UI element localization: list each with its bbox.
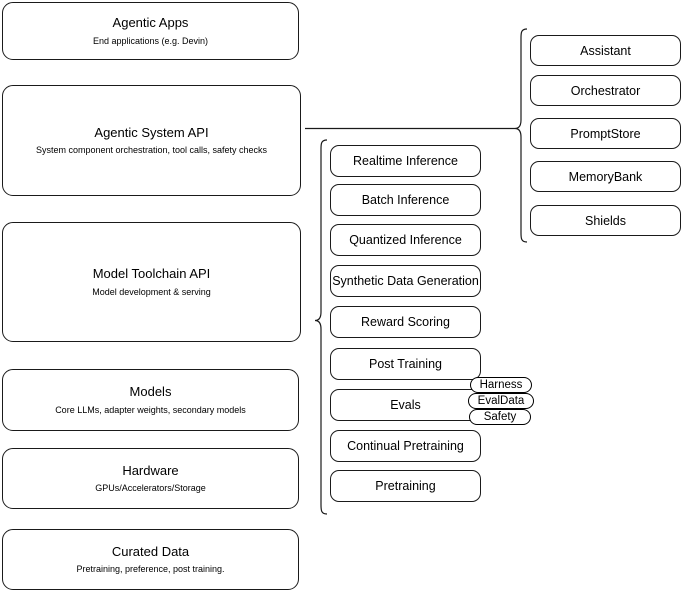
stack-layer-curated-data[interactable]: Curated Data Pretraining, preference, po… <box>2 529 299 590</box>
toolchain-item-evals[interactable]: Evals <box>330 389 481 421</box>
bracket-toolchain-items <box>314 139 328 515</box>
layer-title: Hardware <box>122 462 179 478</box>
eval-tag-evaldata[interactable]: EvalData <box>468 393 534 409</box>
eval-tag-safety[interactable]: Safety <box>469 409 531 425</box>
layer-title: Curated Data <box>111 543 190 559</box>
system-component-memorybank[interactable]: MemoryBank <box>530 161 681 192</box>
toolchain-item-quantized-inference[interactable]: Quantized Inference <box>330 224 481 256</box>
stack-layer-agentic-system-api[interactable]: Agentic System API System component orch… <box>2 85 301 196</box>
toolchain-item-continual-pretraining[interactable]: Continual Pretraining <box>330 430 481 462</box>
layer-subtitle: End applications (e.g. Devin) <box>92 35 209 46</box>
toolchain-item-synthetic-data-generation[interactable]: Synthetic Data Generation <box>330 265 481 297</box>
layer-subtitle: System component orchestration, tool cal… <box>35 145 268 155</box>
layer-title: Agentic Apps <box>112 15 189 31</box>
layer-subtitle: Model development & serving <box>92 286 211 297</box>
system-component-assistant[interactable]: Assistant <box>530 35 681 66</box>
system-component-shields[interactable]: Shields <box>530 205 681 236</box>
layer-subtitle: Pretraining, preference, post training. <box>76 564 225 574</box>
layer-title: Agentic System API <box>94 124 209 140</box>
toolchain-item-batch-inference[interactable]: Batch Inference <box>330 184 481 216</box>
layer-title: Model Toolchain API <box>92 266 211 282</box>
bracket-system-components <box>514 28 528 243</box>
layer-subtitle: GPUs/Accelerators/Storage <box>95 483 206 493</box>
toolchain-item-realtime-inference[interactable]: Realtime Inference <box>330 145 481 177</box>
stack-layer-model-toolchain-api[interactable]: Model Toolchain API Model development & … <box>2 222 301 342</box>
eval-tag-harness[interactable]: Harness <box>470 377 532 393</box>
toolchain-item-post-training[interactable]: Post Training <box>330 348 481 380</box>
layer-subtitle: Core LLMs, adapter weights, secondary mo… <box>55 404 246 415</box>
stack-layer-agentic-apps[interactable]: Agentic Apps End applications (e.g. Devi… <box>2 2 299 60</box>
toolchain-item-pretraining[interactable]: Pretraining <box>330 470 481 502</box>
stack-layer-hardware[interactable]: Hardware GPUs/Accelerators/Storage <box>2 448 299 509</box>
stack-layer-models[interactable]: Models Core LLMs, adapter weights, secon… <box>2 369 299 431</box>
layer-title: Models <box>129 384 172 400</box>
system-component-orchestrator[interactable]: Orchestrator <box>530 75 681 106</box>
toolchain-item-reward-scoring[interactable]: Reward Scoring <box>330 306 481 338</box>
system-component-promptstore[interactable]: PromptStore <box>530 118 681 149</box>
